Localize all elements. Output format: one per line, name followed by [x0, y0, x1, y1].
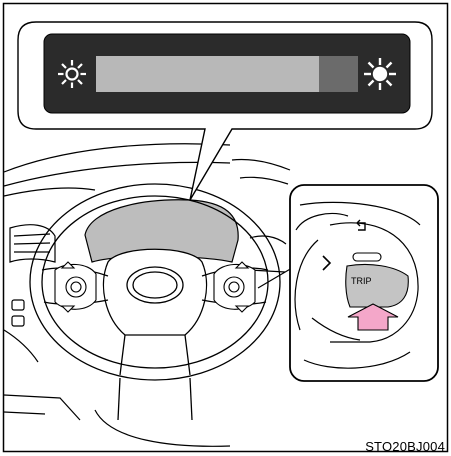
- inset-switch-detail: [294, 201, 421, 369]
- brightness-bar-fill: [96, 56, 319, 92]
- info-selector-capsule: [352, 252, 382, 262]
- figure-code: STO20BJ004: [365, 439, 445, 454]
- right-steering-switches: [213, 261, 256, 313]
- chevron-right-icon: [322, 255, 332, 271]
- steering-wheel: [29, 183, 281, 421]
- trip-button-label: TRIP: [351, 276, 372, 286]
- trip-button[interactable]: [345, 263, 409, 308]
- press-indicator-arrow: [347, 303, 399, 331]
- inset-leader-line: [257, 267, 293, 289]
- sun-icon: [364, 58, 396, 90]
- return-arrow-icon: [356, 219, 366, 231]
- sun-icon: [58, 60, 86, 88]
- left-steering-switches: [54, 261, 97, 313]
